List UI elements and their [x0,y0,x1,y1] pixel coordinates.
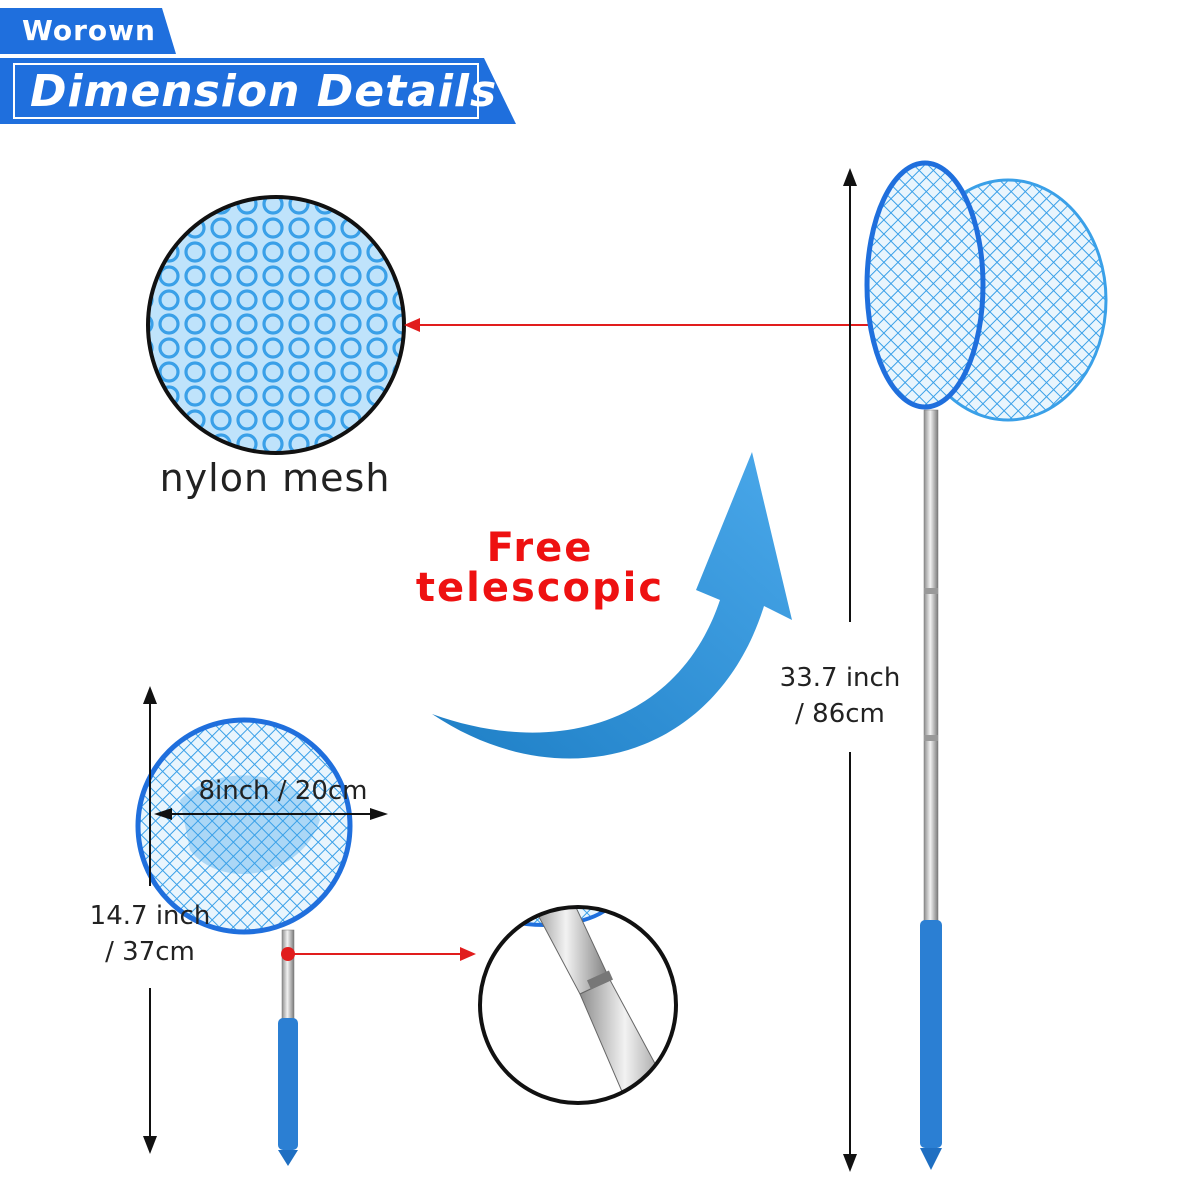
mesh-pointer-arrow [404,317,890,333]
extended-length-line-1: 33.7 inch [779,663,901,693]
extended-length-dimension [843,168,857,1172]
hoop-diameter-label: 8inch / 20cm [198,776,368,806]
extend-curve-arrow [432,452,792,759]
joint-zoom [478,905,678,1105]
retracted-length-label: 14.7 inch / 37cm [70,898,230,971]
brand-banner [0,8,176,54]
brand-name: Worown [22,14,156,47]
telescopic-feature-label: Free telescopic [390,528,690,608]
retracted-length-dimension [143,686,157,1154]
page-title: Dimension Details [30,66,498,117]
joint-pointer-arrow [281,947,476,961]
feature-line-2: telescopic [415,565,665,611]
retracted-length-line-1: 14.7 inch [89,901,211,931]
mesh-caption: nylon mesh [159,456,391,500]
title-banner [0,58,516,124]
extended-net [864,160,1108,1170]
nylon-mesh-zoom [146,195,406,455]
feature-line-1: Free [486,525,594,571]
extended-length-line-2: / 86cm [795,699,885,730]
diameter-dimension [154,808,388,820]
retracted-net [135,717,353,1166]
retracted-length-line-2: / 37cm [105,937,195,968]
extended-length-label: 33.7 inch / 86cm [750,660,930,733]
